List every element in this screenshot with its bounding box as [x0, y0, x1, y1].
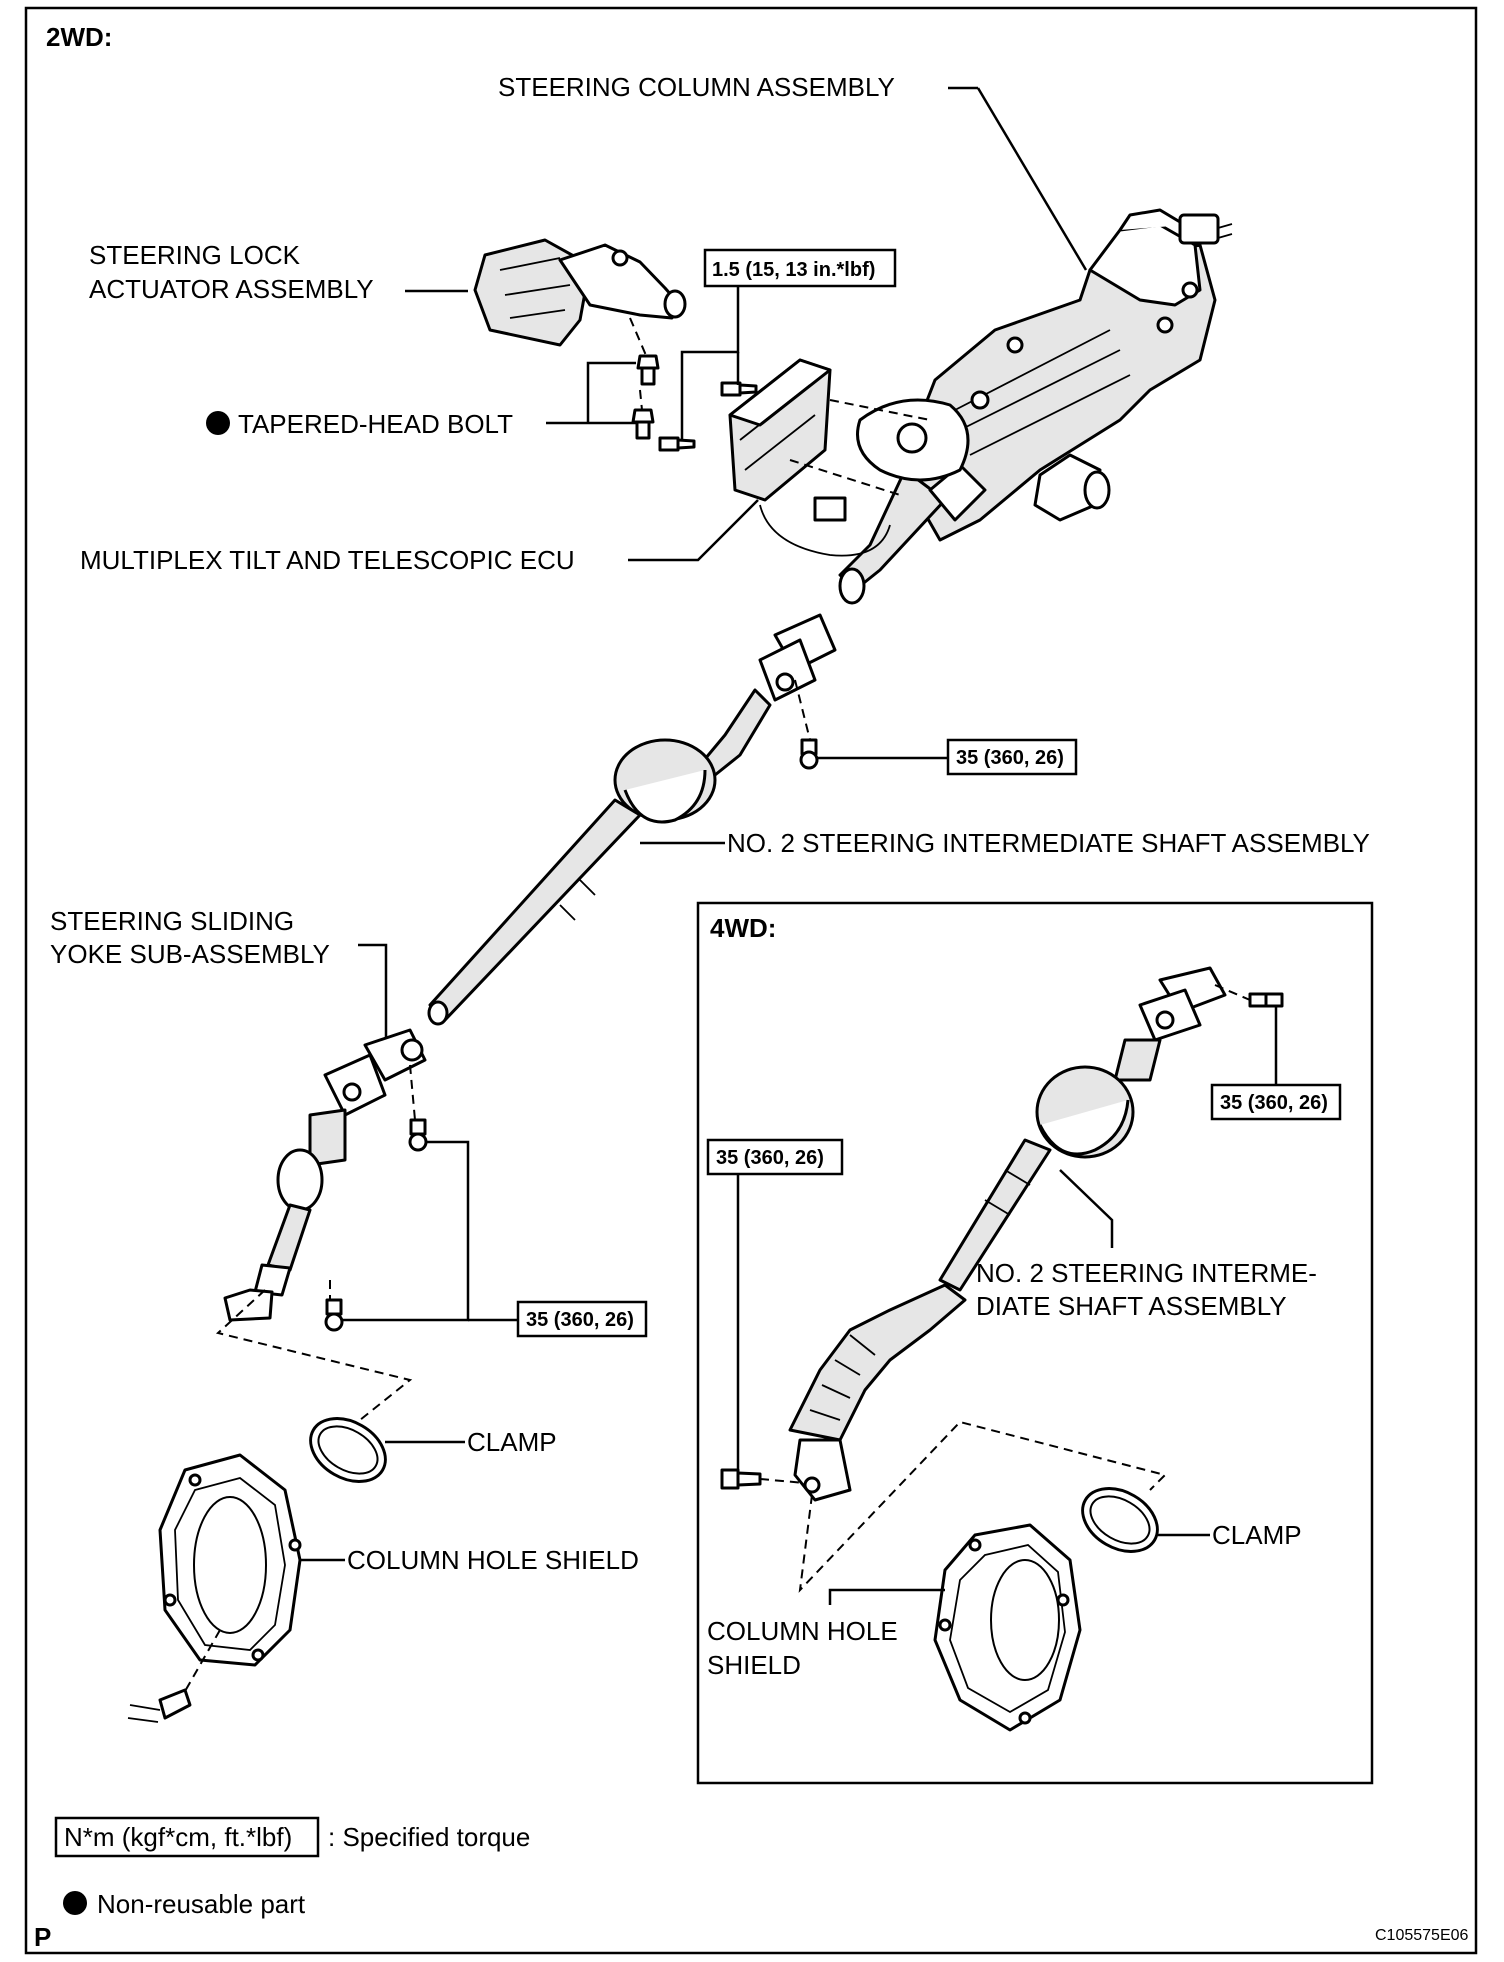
- header-2wd: 2WD:: [46, 22, 112, 52]
- torque-box-upper-4wd: [1210, 1083, 1342, 1121]
- intermediate-shaft-2wd-drawing: [427, 613, 837, 1026]
- column-hole-shield-4wd-drawing: [933, 1523, 1082, 1732]
- outer-frame: [24, 6, 1478, 1955]
- torque-box-lower-4wd: [706, 1138, 844, 1176]
- torque-box-shaft-2wd: [946, 738, 1078, 776]
- label-sliding-yoke-line2: YOKE SUB-ASSEMBLY: [50, 939, 330, 969]
- legend-torque-box: [54, 1816, 320, 1858]
- torque-ecu-bolts: 1.5 (15, 13 in.*lbf): [712, 259, 875, 281]
- legend-torque-unit: N*m (kgf*cm, ft.*lbf): [64, 1822, 292, 1852]
- tapered-head-bolt-lower: [631, 389, 655, 440]
- header-4wd: 4WD:: [710, 913, 776, 943]
- figure-id: C105575E06: [1375, 1927, 1469, 1944]
- label-clamp-4wd: CLAMP: [1212, 1520, 1302, 1550]
- torque-box-yoke-2wd: [516, 1300, 648, 1338]
- ecu-bolt-upper: [720, 381, 758, 397]
- torque-shaft-2wd: 35 (360, 26): [956, 747, 1064, 769]
- lower-bolt-4wd: [720, 1468, 806, 1490]
- label-column-hole-shield-2wd: COLUMN HOLE SHIELD: [347, 1545, 639, 1575]
- yoke-bolt-upper: [408, 1064, 428, 1152]
- label-intermediate-shaft-4wd-line2: DIATE SHAFT ASSEMBLY: [976, 1291, 1287, 1321]
- steering-lock-actuator-drawing: [473, 238, 687, 347]
- frame-4wd: [696, 901, 1374, 1785]
- tapered-head-bolt-upper: [629, 317, 660, 386]
- legend-nonreusable-bullet-icon: [63, 1891, 87, 1915]
- label-sliding-yoke-line1: STEERING SLIDING: [50, 906, 294, 936]
- torque-box-ecu: [703, 248, 897, 288]
- label-intermediate-shaft-2wd: NO. 2 STEERING INTERMEDIATE SHAFT ASSEMB…: [727, 828, 1370, 858]
- clamp-2wd-drawing: [309, 1417, 387, 1483]
- clamp-4wd-drawing: [1081, 1487, 1159, 1553]
- legend-torque-desc: : Specified torque: [328, 1822, 530, 1852]
- ecu-bolt-lower: [658, 436, 696, 452]
- shaft-bolt-2wd: [794, 679, 819, 770]
- label-multiplex-ecu: MULTIPLEX TILT AND TELESCOPIC ECU: [80, 545, 575, 575]
- label-intermediate-shaft-4wd-line1: NO. 2 STEERING INTERME-: [976, 1258, 1317, 1288]
- label-column-hole-shield-4wd-line2: SHIELD: [707, 1650, 801, 1680]
- nonreusable-bullet-icon: [206, 411, 230, 435]
- label-steering-lock-actuator-line2: ACTUATOR ASSEMBLY: [89, 274, 374, 304]
- column-hole-shield-2wd-drawing: [127, 1453, 302, 1723]
- label-column-hole-shield-4wd-line1: COLUMN HOLE: [707, 1616, 898, 1646]
- torque-yoke-2wd: 35 (360, 26): [526, 1309, 634, 1331]
- intermediate-shaft-4wd-drawing: [788, 966, 1227, 1502]
- steering-column-assembly-drawing: [838, 208, 1233, 605]
- torque-lower-4wd: 35 (360, 26): [716, 1147, 824, 1169]
- page-letter: P: [34, 1922, 51, 1952]
- sliding-yoke-drawing: [223, 1028, 427, 1322]
- label-steering-lock-actuator-line1: STEERING LOCK: [89, 240, 301, 270]
- upper-bolt-4wd: [1214, 984, 1284, 1008]
- legend-nonreusable-desc: Non-reusable part: [97, 1889, 306, 1919]
- label-steering-column-assembly: STEERING COLUMN ASSEMBLY: [498, 72, 895, 102]
- torque-upper-4wd: 35 (360, 26): [1220, 1092, 1328, 1114]
- label-clamp-2wd: CLAMP: [467, 1427, 557, 1457]
- yoke-bolt-lower: [324, 1280, 344, 1332]
- label-tapered-head-bolt: TAPERED-HEAD BOLT: [238, 409, 513, 439]
